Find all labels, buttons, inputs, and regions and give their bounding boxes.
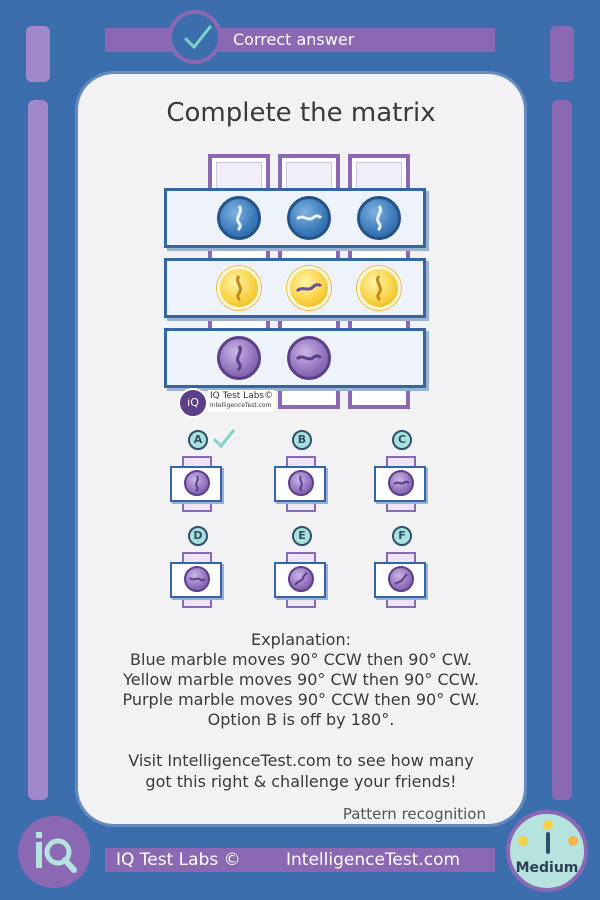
selected-check-icon [213, 429, 235, 449]
hard-face-icon [568, 836, 578, 846]
explanation-line: Purple marble moves 90° CCW then 90° CW. [122, 690, 480, 709]
missing-cell [353, 335, 403, 381]
matrix-row-blue [164, 188, 426, 248]
matrix-row-purple [164, 328, 426, 388]
answer-option-f[interactable]: F [374, 526, 444, 626]
iq-logo-icon: iQ [178, 388, 208, 418]
option-letter: A [188, 430, 208, 450]
correct-check-icon [168, 10, 222, 64]
option-letter: C [392, 430, 412, 450]
gauge-needle-icon [546, 832, 550, 854]
frame-pillar-left-inner [28, 100, 48, 800]
watermark-brand: IQ Test Labs© [210, 391, 274, 401]
answer-option-c[interactable]: C [374, 430, 444, 530]
purple-marble [388, 470, 414, 496]
purple-marble [288, 470, 314, 496]
easy-face-icon [518, 836, 528, 846]
footer-brand: IQ Test Labs © [116, 850, 241, 870]
option-letter: D [188, 526, 208, 546]
purple-marble [184, 470, 210, 496]
yellow-marble [357, 266, 401, 310]
watermark-site: IntelligenceTest.com [210, 402, 272, 409]
explanation: Explanation: Blue marble moves 90° CCW t… [78, 630, 524, 730]
status-bar: Correct answer [105, 28, 495, 52]
blue-marble [357, 196, 401, 240]
watermark: iQ IQ Test Labs©IntelligenceTest.com [178, 388, 318, 418]
option-letter: F [392, 526, 412, 546]
option-letter: B [292, 430, 312, 450]
option-letter: E [292, 526, 312, 546]
frame-pillar-right [550, 26, 574, 82]
visit-line: got this right & challenge your friends! [145, 772, 457, 791]
explanation-heading: Explanation: [251, 630, 351, 649]
purple-marble [217, 336, 261, 380]
blue-marble [287, 196, 331, 240]
answer-option-d[interactable]: D [170, 526, 240, 626]
explanation-line: Option B is off by 180°. [207, 710, 395, 729]
explanation-line: Blue marble moves 90° CCW then 90° CW. [130, 650, 472, 669]
footer-bar [105, 848, 495, 872]
purple-marble [288, 566, 314, 592]
frame-pillar-right-inner [552, 100, 572, 800]
visit-line: Visit IntelligenceTest.com to see how ma… [128, 751, 474, 770]
explanation-line: Yellow marble moves 90° CW then 90° CCW. [123, 670, 479, 689]
status-text: Correct answer [233, 30, 355, 49]
purple-marble [184, 566, 210, 592]
answer-option-b[interactable]: B [274, 430, 344, 530]
yellow-marble [287, 266, 331, 310]
yellow-marble [217, 266, 261, 310]
blue-marble [217, 196, 261, 240]
difficulty-gauge: Medium [506, 810, 588, 892]
puzzle-title: Complete the matrix [166, 98, 436, 128]
answer-option-a[interactable]: A [170, 429, 240, 530]
footer-site[interactable]: IntelligenceTest.com [286, 850, 461, 870]
iq-magnifier-icon [18, 816, 90, 888]
visit-message: Visit IntelligenceTest.com to see how ma… [78, 750, 524, 792]
category-label: Pattern recognition [342, 805, 486, 823]
matrix-row-yellow [164, 258, 426, 318]
answer-option-e[interactable]: E [274, 526, 344, 626]
puzzle-card: Complete the matrix iQ IQ Test Labs©Inte… [78, 74, 524, 824]
medium-face-icon [543, 820, 553, 830]
difficulty-label: Medium [515, 860, 579, 876]
purple-marble [388, 566, 414, 592]
frame-pillar-left [26, 26, 50, 82]
purple-marble [287, 336, 331, 380]
